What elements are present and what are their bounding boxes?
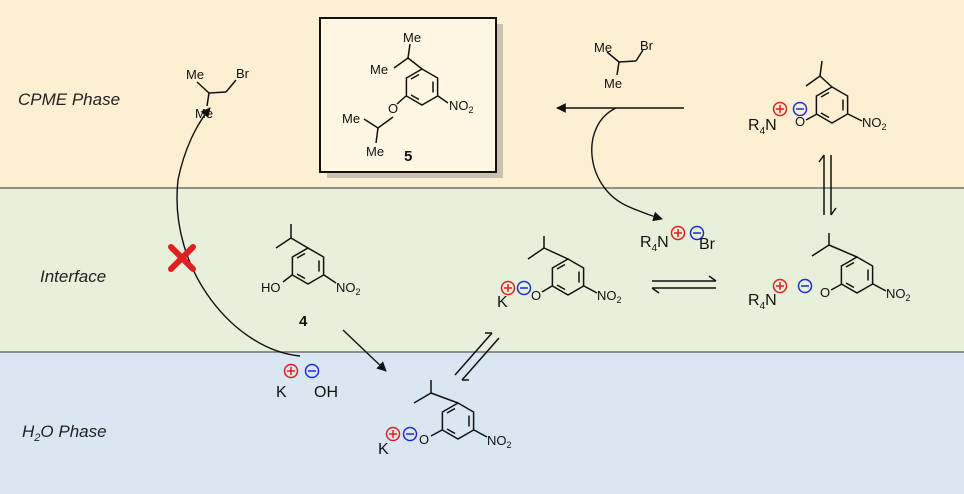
hydroxyl-label: HO xyxy=(261,280,281,295)
negative-charge-icon xyxy=(402,426,418,442)
positive-charge-icon xyxy=(772,101,788,117)
potassium-label: K xyxy=(378,441,389,458)
product-5-number: 5 xyxy=(404,148,412,165)
product-methyl-label: Me xyxy=(342,111,360,126)
tetraalkylammonium-label: R4N xyxy=(748,117,777,137)
cpme-phase-label: CPME Phase xyxy=(18,90,120,109)
methyl-label: Me xyxy=(186,67,204,82)
product-5-box: Me Me O Me Me NO2 5 xyxy=(319,17,503,178)
inhibited-reaction-arrow xyxy=(176,107,301,357)
bromide-release-arrow xyxy=(591,107,663,222)
potassium-phenoxide-interface: O NO2 K xyxy=(497,236,622,311)
phenoxide-oxygen: O xyxy=(531,288,541,303)
bromine-label: Br xyxy=(640,38,654,53)
h2o-phase-band xyxy=(0,352,964,494)
nitro-group: NO2 xyxy=(597,288,622,305)
bromide-label: Br xyxy=(699,236,716,253)
positive-charge-icon xyxy=(772,278,788,294)
phenoxide-oxygen: O xyxy=(820,285,830,300)
negative-charge-icon xyxy=(797,278,813,294)
nitro-group: NO2 xyxy=(862,115,887,132)
phenoxide-oxygen: O xyxy=(795,114,805,129)
product-methyl-label: Me xyxy=(403,30,421,45)
positive-charge-icon xyxy=(500,280,516,296)
potassium-label: K xyxy=(497,294,508,311)
ion-exchange-equilibrium-arrow xyxy=(651,275,717,294)
product-methyl-label: Me xyxy=(370,62,388,77)
negative-charge-icon xyxy=(792,101,808,117)
positive-charge-icon xyxy=(670,225,686,241)
h2o-phase-label: H2O Phase xyxy=(22,422,107,444)
methyl-label: Me xyxy=(594,40,612,55)
product-ether-oxygen: O xyxy=(388,101,398,116)
product-nitro-group: NO2 xyxy=(449,98,474,115)
positive-charge-icon xyxy=(385,426,401,442)
product-5-structure: Me Me O Me Me NO2 xyxy=(342,30,474,159)
methyl-label: Me xyxy=(604,76,622,91)
nitro-group: NO2 xyxy=(336,280,361,297)
phenol-4: HO NO2 4 xyxy=(261,224,361,330)
methyl-label: Me xyxy=(195,106,213,121)
deprotonation-arrow xyxy=(342,329,387,372)
interface-band xyxy=(0,188,964,352)
negative-charge-icon xyxy=(304,363,320,379)
tetraalkylammonium-label: R4N xyxy=(748,292,777,312)
product-methyl-label: Me xyxy=(366,144,384,159)
phenol-4-number: 4 xyxy=(299,313,308,330)
ammonium-phenoxide-cpme: O NO2 R4N xyxy=(748,60,887,137)
partition-equilibrium-arrow xyxy=(818,154,837,216)
bromine-label: Br xyxy=(236,66,250,81)
positive-charge-icon xyxy=(283,363,299,379)
potassium-phenoxide-aqueous: O NO2 K xyxy=(378,380,512,458)
ammonium-phenoxide-interface: O NO2 R4N xyxy=(748,233,911,312)
interface-label: Interface xyxy=(40,267,106,286)
hydroxide-label: OH xyxy=(314,384,338,401)
potassium-label: K xyxy=(276,384,287,401)
phenoxide-oxygen: O xyxy=(419,432,429,447)
negative-charge-icon xyxy=(689,225,705,241)
nitro-group: NO2 xyxy=(886,286,911,303)
ammonium-bromide-salt: R4N Br xyxy=(640,225,716,254)
inhibited-cross-icon xyxy=(168,244,196,272)
negative-charge-icon xyxy=(516,280,532,296)
tetraalkylammonium-label: R4N xyxy=(640,234,669,254)
isobutyl-bromide-right: Me Me Br xyxy=(594,38,654,91)
phase-transfer-equilibrium-arrow xyxy=(454,332,500,381)
nitro-group: NO2 xyxy=(487,433,512,450)
potassium-hydroxide: K OH xyxy=(276,363,338,401)
